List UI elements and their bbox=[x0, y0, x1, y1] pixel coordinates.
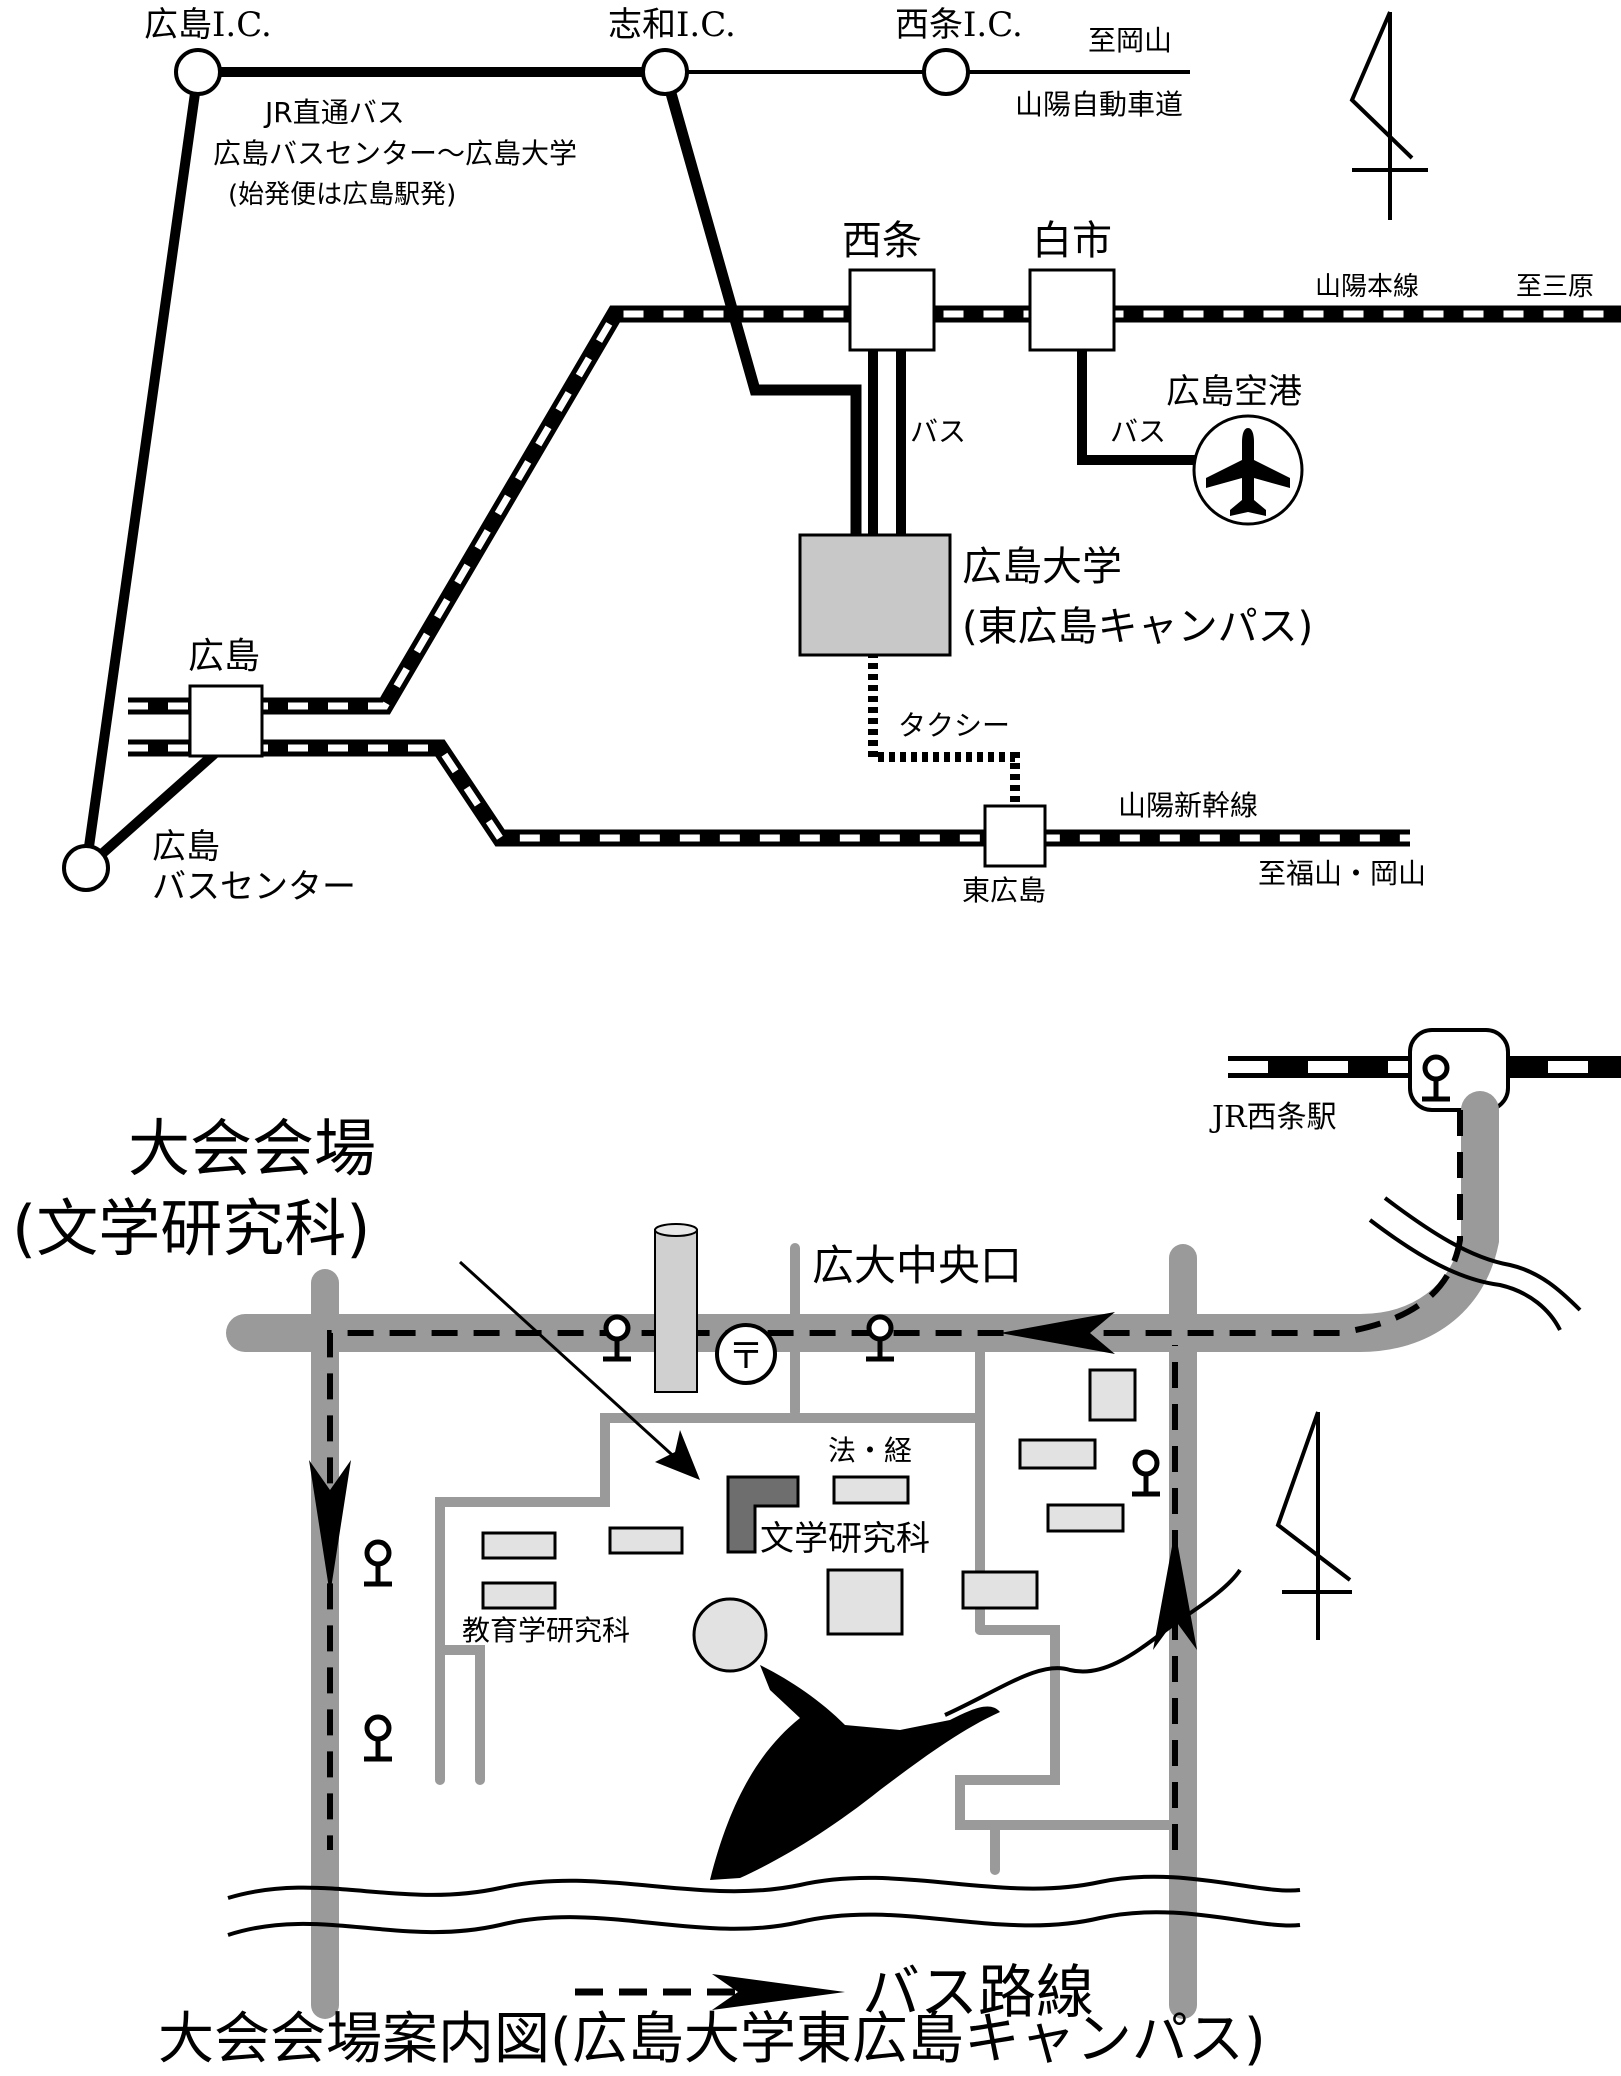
legend-arrow-icon bbox=[712, 1974, 845, 2010]
map-caption: 大会会場案内図(広島大学東広島キャンパス) bbox=[158, 2007, 1266, 2072]
bus-stop-icon bbox=[364, 1717, 392, 1759]
education-label: 教育学研究科 bbox=[462, 1614, 630, 1647]
taxi-route bbox=[868, 652, 1020, 808]
bus-stop-icon bbox=[1132, 1452, 1160, 1494]
venue-title: 大会会場 bbox=[128, 1112, 376, 1185]
route-map: 広島I.C. 志和I.C. 西条I.C. 至岡山 山陽自動車道 JR直通バス 広… bbox=[62, 5, 1621, 907]
saijo-ic-marker bbox=[922, 48, 970, 96]
saijo-bus-label: バス bbox=[910, 415, 966, 448]
legend-label: バス路線 bbox=[862, 1958, 1094, 2026]
saijo-station-label: 西条 bbox=[842, 218, 922, 264]
bus-note-line3: (始発便は広島駅発) bbox=[228, 180, 456, 210]
to-fukuyama-label: 至福山・岡山 bbox=[1258, 857, 1426, 890]
river bbox=[227, 1196, 1582, 1937]
airport-label: 広島空港 bbox=[1166, 372, 1302, 412]
expressway-link-road bbox=[81, 71, 203, 869]
letters-building bbox=[726, 1475, 800, 1554]
taxi-label: タクシー bbox=[898, 709, 1010, 742]
shiraichi-station-box bbox=[1028, 268, 1116, 352]
central-gate-label: 広大中央口 bbox=[812, 1241, 1022, 1290]
sanyo-expressway-label: 山陽自動車道 bbox=[1015, 88, 1183, 121]
bus-stop-icon bbox=[364, 1542, 392, 1584]
shiwa-ic-marker bbox=[641, 48, 689, 96]
legend: バス路線 bbox=[575, 1958, 1094, 2026]
shiraichi-station-label: 白市 bbox=[1032, 218, 1112, 264]
campus-buildings bbox=[481, 1368, 1137, 1673]
north-arrow-icon bbox=[1275, 1411, 1352, 1640]
jr-saijo-station-label: JR西条駅 bbox=[1209, 1100, 1337, 1135]
saijo-station-box bbox=[848, 268, 936, 352]
bus-route-arrows bbox=[309, 1312, 1197, 1650]
sanyo-main-line-label: 山陽本線 bbox=[1315, 272, 1419, 302]
airport-bus-label: バス bbox=[1110, 415, 1166, 448]
to-mihara-label: 至三原 bbox=[1516, 272, 1594, 302]
saijo-ic-label: 西条I.C. bbox=[895, 5, 1023, 45]
campus-roads bbox=[226, 1091, 1499, 2019]
venue-pointer-arrow bbox=[458, 1260, 700, 1480]
university-label: 広島大学 bbox=[962, 544, 1122, 590]
bus-center-label-2: バスセンター bbox=[152, 867, 356, 907]
university-campus-label: (東広島キャンパス) bbox=[962, 604, 1313, 650]
bus-note-line1: JR直通バス bbox=[263, 96, 405, 129]
university-block bbox=[798, 533, 952, 657]
shinkansen-line bbox=[128, 739, 1410, 847]
higashi-hiroshima-label: 東広島 bbox=[962, 874, 1046, 907]
letters-label: 文学研究科 bbox=[760, 1519, 930, 1559]
shinkansen-label: 山陽新幹線 bbox=[1118, 789, 1258, 822]
hiroshima-station-label: 広島 bbox=[188, 636, 260, 677]
bus-center-link bbox=[82, 736, 234, 872]
higashi-hiroshima-station-box bbox=[983, 804, 1047, 868]
tower bbox=[654, 1223, 698, 1393]
bus-center-label-1: 広島 bbox=[152, 827, 220, 867]
campus-map: 〒 バス路線 大会会場 (文学研究科) JR西条駅 広大中央口 bbox=[12, 1028, 1621, 2026]
jr-direct-bus-route bbox=[659, 70, 862, 535]
hiroshima-ic-label: 広島I.C. bbox=[144, 5, 272, 45]
bus-center-marker bbox=[62, 844, 110, 892]
pond bbox=[710, 1665, 1000, 1880]
to-okayama-label: 至岡山 bbox=[1088, 24, 1172, 57]
airport-bus-route bbox=[1077, 345, 1200, 465]
shiwa-ic-label: 志和I.C. bbox=[608, 5, 736, 45]
svg-text:〒: 〒 bbox=[728, 1336, 764, 1377]
bus-note-line2: 広島バスセンター〜広島大学 bbox=[213, 137, 577, 170]
north-arrow-icon bbox=[1349, 11, 1428, 220]
hiroshima-station-box bbox=[188, 684, 264, 758]
venue-subtitle: (文学研究科) bbox=[12, 1192, 370, 1265]
hiroshima-ic-marker bbox=[174, 48, 222, 96]
post-office-icon: 〒 bbox=[715, 1323, 777, 1385]
stream bbox=[944, 1568, 1242, 1717]
law-economics-label: 法・経 bbox=[828, 1434, 912, 1467]
airplane-icon bbox=[1192, 414, 1304, 526]
